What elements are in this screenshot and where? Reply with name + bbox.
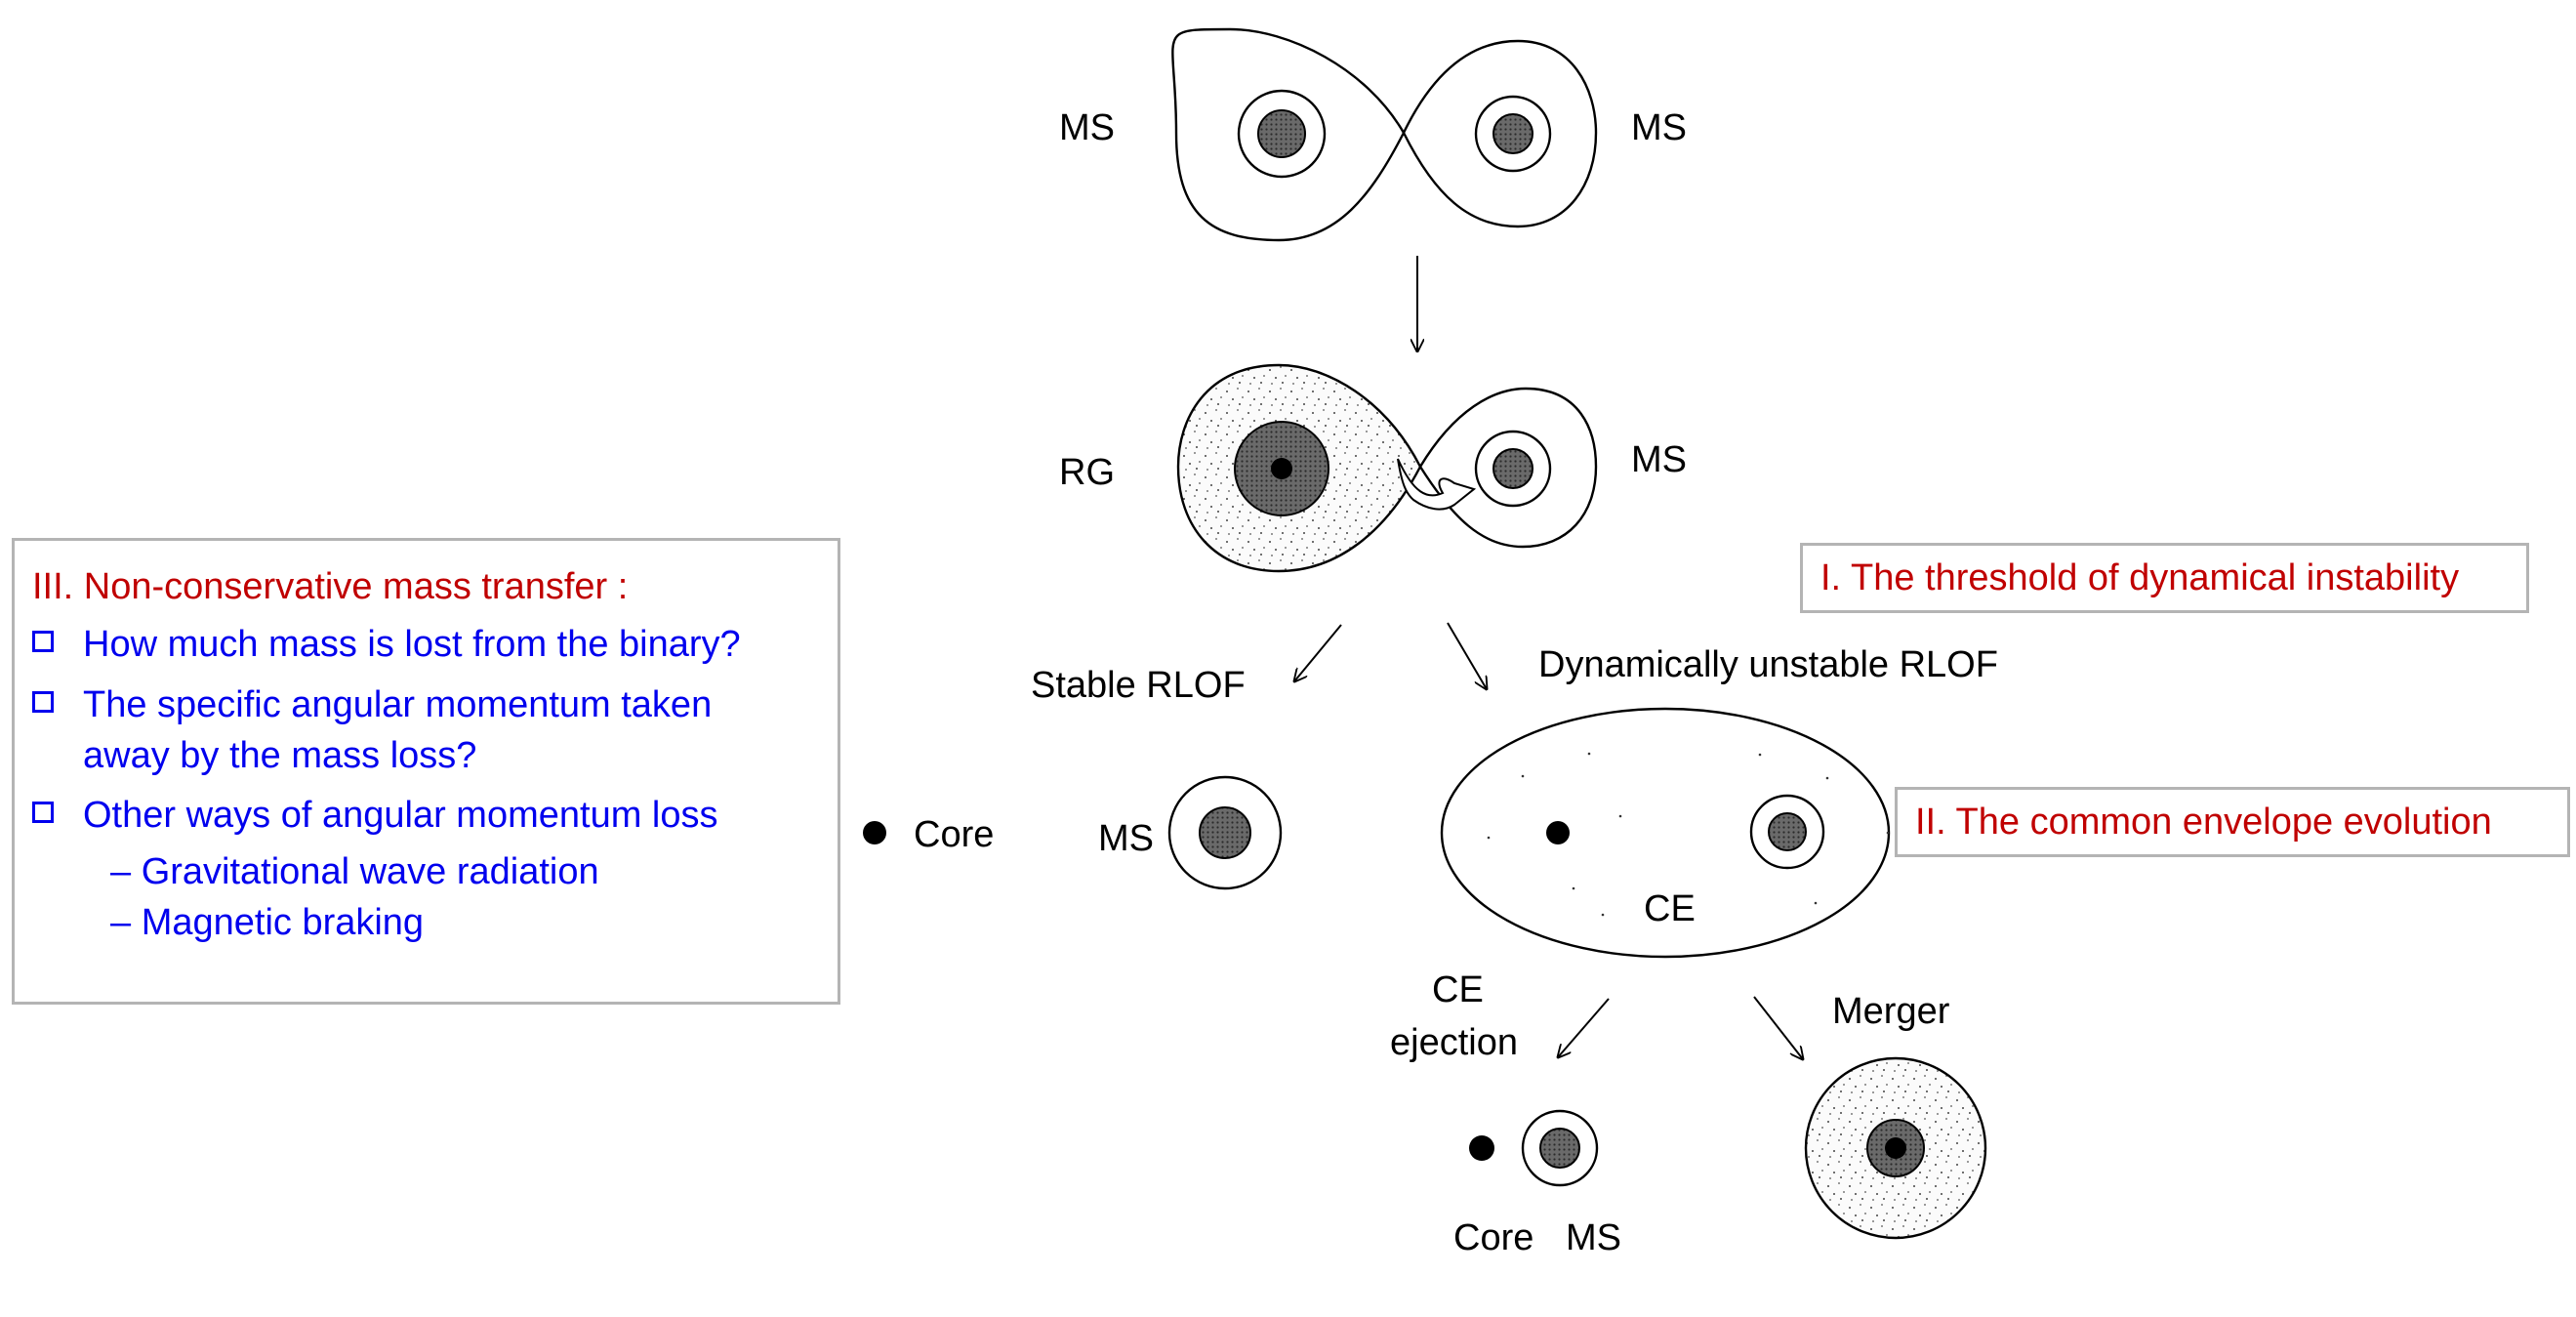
threshold-box-text: I. The threshold of dynamical instabilit…: [1820, 557, 2460, 598]
common-envelope: [1440, 707, 1891, 959]
label-ms-top-right: MS: [1631, 107, 1687, 148]
subitem-gravitational-wave: – Gravitational wave radiation: [110, 851, 599, 892]
label-ms-mid-right: MS: [1631, 439, 1687, 480]
label-stable-rlof: Stable RLOF: [1031, 665, 1246, 706]
label-ce-ejection-line2: ejection: [1390, 1022, 1518, 1063]
arrow-stable-rlof: [1294, 624, 1342, 681]
question-text: How much mass is lost from the binary?: [83, 624, 741, 665]
ms-star-top-right: [1474, 95, 1552, 173]
ms-star-top-left: [1237, 89, 1327, 179]
merger-star: [1804, 1056, 1987, 1240]
question-item: The specific angular momentum taken away …: [32, 679, 712, 781]
common-envelope-box: II. The common envelope evolution: [1895, 787, 2570, 857]
question-item: Other ways of angular momentum loss: [32, 790, 718, 841]
arrow-merger: [1753, 996, 1803, 1059]
threshold-box: I. The threshold of dynamical instabilit…: [1800, 543, 2529, 613]
label-core-left: Core: [914, 814, 995, 855]
question-text: Other ways of angular momentum loss: [83, 795, 718, 836]
label-unstable-rlof: Dynamically unstable RLOF: [1538, 644, 1998, 685]
label-ce-ejection-line1: CE: [1432, 969, 1484, 1010]
non-conservative-heading: III. Non-conservative mass transfer :: [32, 566, 629, 607]
label-core-bottom: Core: [1453, 1217, 1534, 1258]
ms-star-bottom: [1521, 1109, 1599, 1187]
label-ms-top-left: MS: [1059, 107, 1115, 148]
common-envelope-box-text: II. The common envelope evolution: [1915, 802, 2492, 843]
arrow-unstable-rlof: [1447, 622, 1487, 689]
label-ms-left: MS: [1098, 818, 1154, 859]
mass-transfer-stream: [1397, 458, 1477, 511]
label-ms-bottom: MS: [1566, 1217, 1621, 1258]
ce-ms-star: [1749, 794, 1825, 870]
arrow-ce-ejection: [1558, 998, 1610, 1057]
question-text-multiline: The specific angular momentum taken away …: [83, 679, 712, 781]
ce-core-dot: [1546, 821, 1570, 844]
core-dot-bottom: [1469, 1135, 1494, 1161]
red-giant-star: [1234, 421, 1329, 516]
subitem-magnetic-braking: – Magnetic braking: [110, 902, 425, 943]
checkbox-square-icon: [32, 691, 54, 713]
label-rg: RG: [1059, 452, 1115, 493]
label-ce: CE: [1644, 888, 1696, 929]
question-text-line1: The specific angular momentum taken: [83, 684, 713, 725]
ms-star-mid-right: [1474, 430, 1552, 508]
roche-lobe-binary-top: [1171, 27, 1598, 242]
core-dot-left: [863, 821, 886, 844]
non-conservative-box: III. Non-conservative mass transfer : Ho…: [12, 538, 840, 1005]
label-merger: Merger: [1832, 991, 1950, 1032]
checkbox-square-icon: [32, 802, 54, 823]
ms-star-left: [1167, 775, 1283, 890]
question-item: How much mass is lost from the binary?: [32, 619, 741, 670]
checkbox-square-icon: [32, 631, 54, 652]
question-text-line2: away by the mass loss?: [83, 735, 477, 776]
